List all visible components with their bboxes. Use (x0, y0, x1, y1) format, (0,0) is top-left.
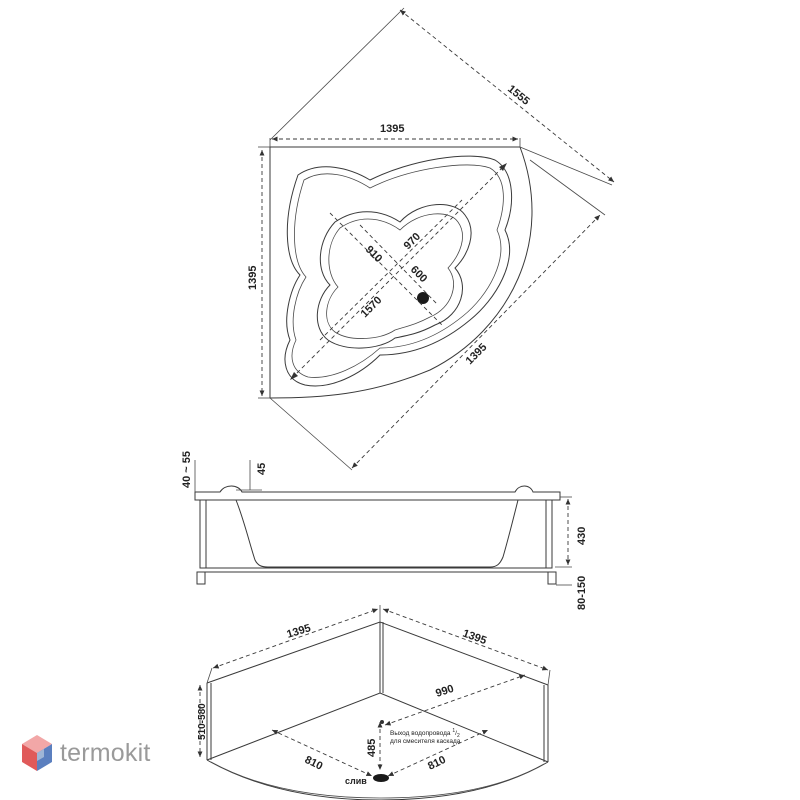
brand-name: termokit (60, 738, 151, 767)
outlet-note-line2: для смесителя каскада (390, 738, 461, 745)
top-view: 1395 1395 1555 1395 970 910 600 1570 (247, 7, 615, 471)
termokit-logo-icon (22, 735, 52, 771)
bottom-view: 1395 1395 510-580 990 485 810 810 Выход … (197, 605, 551, 800)
rim-height-label: 40 ~ 55 (181, 451, 193, 488)
inner-600-label: 600 (408, 264, 429, 285)
side-body (235, 499, 519, 568)
inner-970-label: 970 (402, 231, 423, 252)
legs-height-label: 80-150 (576, 576, 588, 610)
bottom-right-side-label: 1395 (461, 628, 488, 648)
dist-485-label: 485 (366, 739, 378, 757)
top-width-label: 1395 (380, 123, 404, 135)
bottom-left-side-label: 1395 (285, 622, 312, 641)
side-frame (199, 499, 553, 569)
headrest-label: 45 (256, 463, 268, 475)
outlet-note-sub: 2 (457, 733, 460, 739)
outlet-note-sup: 1 (452, 728, 455, 734)
dim-line-1570 (291, 164, 506, 379)
dim-line-970 (329, 212, 443, 326)
drain-hole (417, 292, 429, 304)
basin-inner-line (326, 213, 463, 339)
bottom-drain (373, 774, 389, 782)
frame-top (206, 621, 549, 686)
top-height-label: 1395 (247, 266, 259, 290)
frame-base (206, 692, 549, 763)
dim-line-600 (319, 199, 463, 341)
diagonal-label: 1555 (505, 83, 532, 108)
frame-front-curve (206, 759, 549, 800)
brand-logo: termokit (22, 735, 151, 771)
side-view: 40 ~ 55 45 430 80-150 (181, 451, 588, 610)
dist-810-left-label: 810 (303, 754, 325, 773)
dist-990-label: 990 (434, 683, 455, 700)
bottom-height-label: 510-580 (197, 703, 208, 740)
outlet-note-line1: Выход водопровода 1/2 (390, 728, 460, 739)
drain-label: слив (345, 776, 367, 786)
depth-label: 430 (576, 527, 588, 545)
side-rim (194, 485, 561, 501)
dim-line-910 (359, 224, 439, 306)
